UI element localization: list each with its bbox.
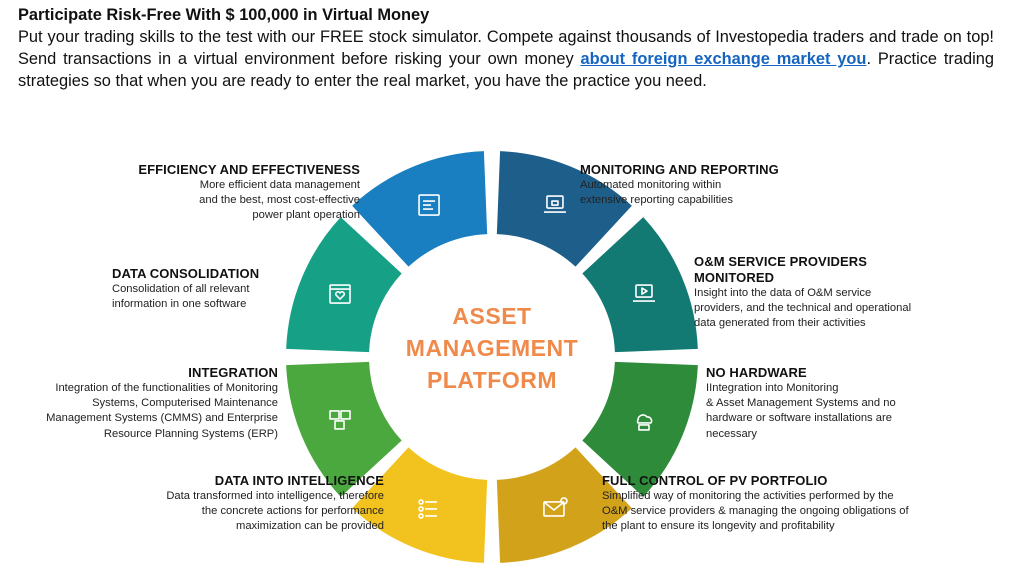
- cloud-server-icon: [636, 414, 653, 431]
- label-no-hardware-desc-4: necessary: [706, 427, 757, 440]
- label-full-control-desc-1: Simplified way of monitoring the activit…: [602, 490, 894, 502]
- label-no-hardware-desc-1: IIntegration into Monitoring: [706, 382, 839, 394]
- label-om-title-2: MONITORED: [694, 270, 775, 285]
- label-data-intelligence-desc-2: the concrete actions for performance: [201, 505, 384, 518]
- label-efficiency-desc-2: and the best, most cost-effective: [199, 194, 360, 207]
- label-data-intelligence: DATA INTO INTELLIGENCE Data transformed …: [90, 473, 384, 535]
- intro-paragraph: Participate Risk-Free With $ 100,000 in …: [18, 4, 994, 92]
- label-om-desc-2: providers, and the technical and operati…: [694, 302, 912, 315]
- label-data-consolidation-title: DATA CONSOLIDATION: [112, 266, 260, 281]
- label-om-desc-1: Insight into the data of O&M service: [694, 287, 872, 299]
- label-integration-desc-2: Systems, Computerised Maintenance: [92, 397, 278, 410]
- intro-headline: Participate Risk-Free With $ 100,000 in …: [18, 6, 430, 24]
- label-monitoring-desc-1: Automated monitoring within: [580, 179, 722, 191]
- label-efficiency-desc-3: power plant operation: [252, 209, 360, 222]
- label-efficiency: EFFICIENCY AND EFFECTIVENESS More effici…: [100, 162, 360, 224]
- label-no-hardware-desc-2: & Asset Management Systems and no: [706, 397, 896, 410]
- label-monitoring: MONITORING AND REPORTING Automated monit…: [580, 162, 840, 208]
- foreign-exchange-link[interactable]: about foreign exchange market you: [580, 50, 867, 68]
- label-full-control-title: FULL CONTROL OF PV PORTFOLIO: [602, 473, 828, 488]
- intro-body-end: . Practice trading strategies so that wh…: [18, 50, 994, 90]
- ring-segment-2: [496, 151, 632, 267]
- center-title: ASSET MANAGEMENT PLATFORM: [382, 300, 602, 396]
- label-data-intelligence-desc-3: maximization can be provided: [236, 520, 384, 533]
- puzzle-icon: [329, 410, 351, 430]
- label-full-control-desc-3: the plant to ensure its longevity and pr…: [602, 520, 835, 533]
- label-no-hardware-desc-3: hardware or software installations are: [706, 412, 892, 425]
- laptop-chat-icon: [543, 195, 566, 213]
- label-full-control-desc-2: O&M service providers & managing the ong…: [602, 505, 909, 518]
- label-efficiency-title: EFFICIENCY AND EFFECTIVENESS: [138, 162, 360, 177]
- flow-list-icon: [418, 499, 438, 519]
- intro-body-start: Put your trading skills to the test with…: [18, 28, 994, 68]
- center-title-line-1: ASSET: [452, 303, 532, 329]
- label-om-desc-3: data generated from their activities: [694, 317, 866, 330]
- label-data-consolidation-desc-1: Consolidation of all relevant: [112, 283, 250, 295]
- center-title-line-3: PLATFORM: [426, 367, 558, 393]
- laptop-video-icon: [632, 284, 655, 302]
- label-integration-desc-4: Resource Planning Systems (ERP): [103, 427, 278, 440]
- label-no-hardware: NO HARDWARE IIntegration into Monitoring…: [706, 365, 966, 442]
- document-chart-icon: [418, 194, 440, 216]
- label-data-intelligence-title: DATA INTO INTELLIGENCE: [214, 473, 384, 488]
- label-data-consolidation-desc-2: information in one software: [112, 298, 247, 311]
- label-om-title-1: O&M SERVICE PROVIDERS: [694, 254, 868, 269]
- label-data-consolidation: DATA CONSOLIDATION Consolidation of all …: [112, 266, 312, 312]
- label-monitoring-title: MONITORING AND REPORTING: [580, 162, 779, 177]
- ring-segment-6: [352, 447, 488, 563]
- label-integration-desc-3: Management Systems (CMMS) and Enterprise: [46, 412, 278, 425]
- label-efficiency-desc-1: More efficient data management: [199, 179, 360, 191]
- label-om-providers: O&M SERVICE PROVIDERS MONITORED Insight …: [694, 254, 994, 332]
- label-full-control: FULL CONTROL OF PV PORTFOLIO Simplified …: [602, 473, 1002, 535]
- label-monitoring-desc-2: extensive reporting capabilities: [580, 194, 733, 207]
- mail-alert-icon: [543, 497, 568, 517]
- center-title-line-2: MANAGEMENT: [405, 335, 579, 361]
- label-integration-desc-1: Integration of the functionalities of Mo…: [55, 382, 278, 394]
- label-integration-title: INTEGRATION: [188, 365, 278, 380]
- label-integration: INTEGRATION Integration of the functiona…: [4, 365, 278, 442]
- label-data-intelligence-desc-1: Data transformed into intelligence, ther…: [166, 490, 384, 502]
- browser-heart-icon: [329, 284, 351, 304]
- label-no-hardware-title: NO HARDWARE: [706, 365, 807, 380]
